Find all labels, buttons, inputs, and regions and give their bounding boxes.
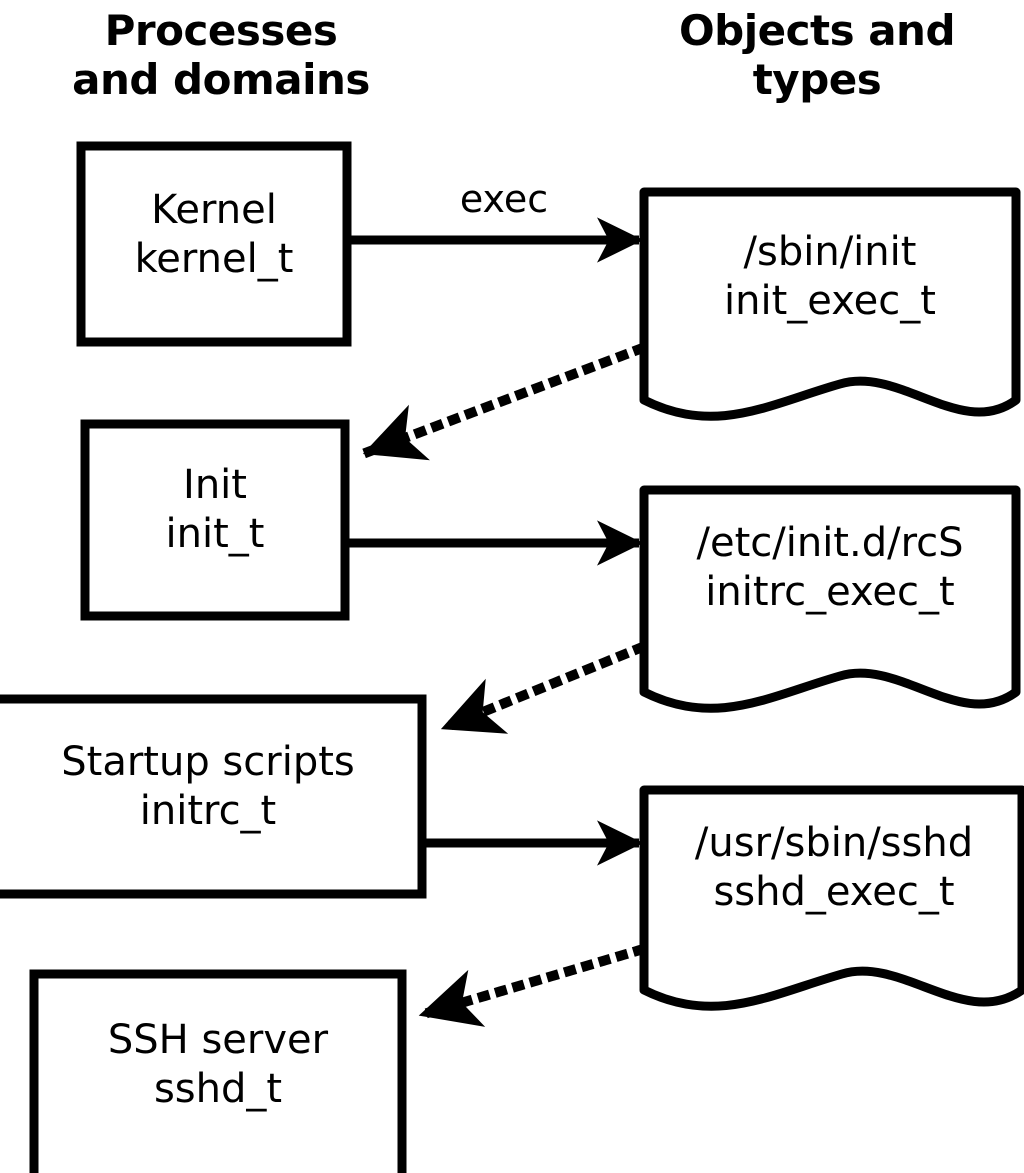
edge-init-exec-transition	[361, 342, 647, 461]
edge-sshd-exec-transition	[417, 943, 647, 1027]
node-init-exec-doc	[639, 187, 1021, 421]
node-sshd-box	[29, 969, 407, 1173]
node-init-box	[80, 419, 350, 621]
column-header-objects: Objects and types	[678, 6, 956, 105]
node-sshd-exec-doc	[639, 785, 1024, 1011]
node-initrc-exec-doc	[639, 485, 1021, 713]
node-initrc-box	[0, 694, 427, 899]
column-header-processes: Processes and domains	[72, 6, 370, 105]
edge-initrc-exec-transition	[439, 641, 647, 734]
edge-label-exec: exec	[459, 177, 549, 221]
node-kernel-box	[76, 141, 352, 347]
